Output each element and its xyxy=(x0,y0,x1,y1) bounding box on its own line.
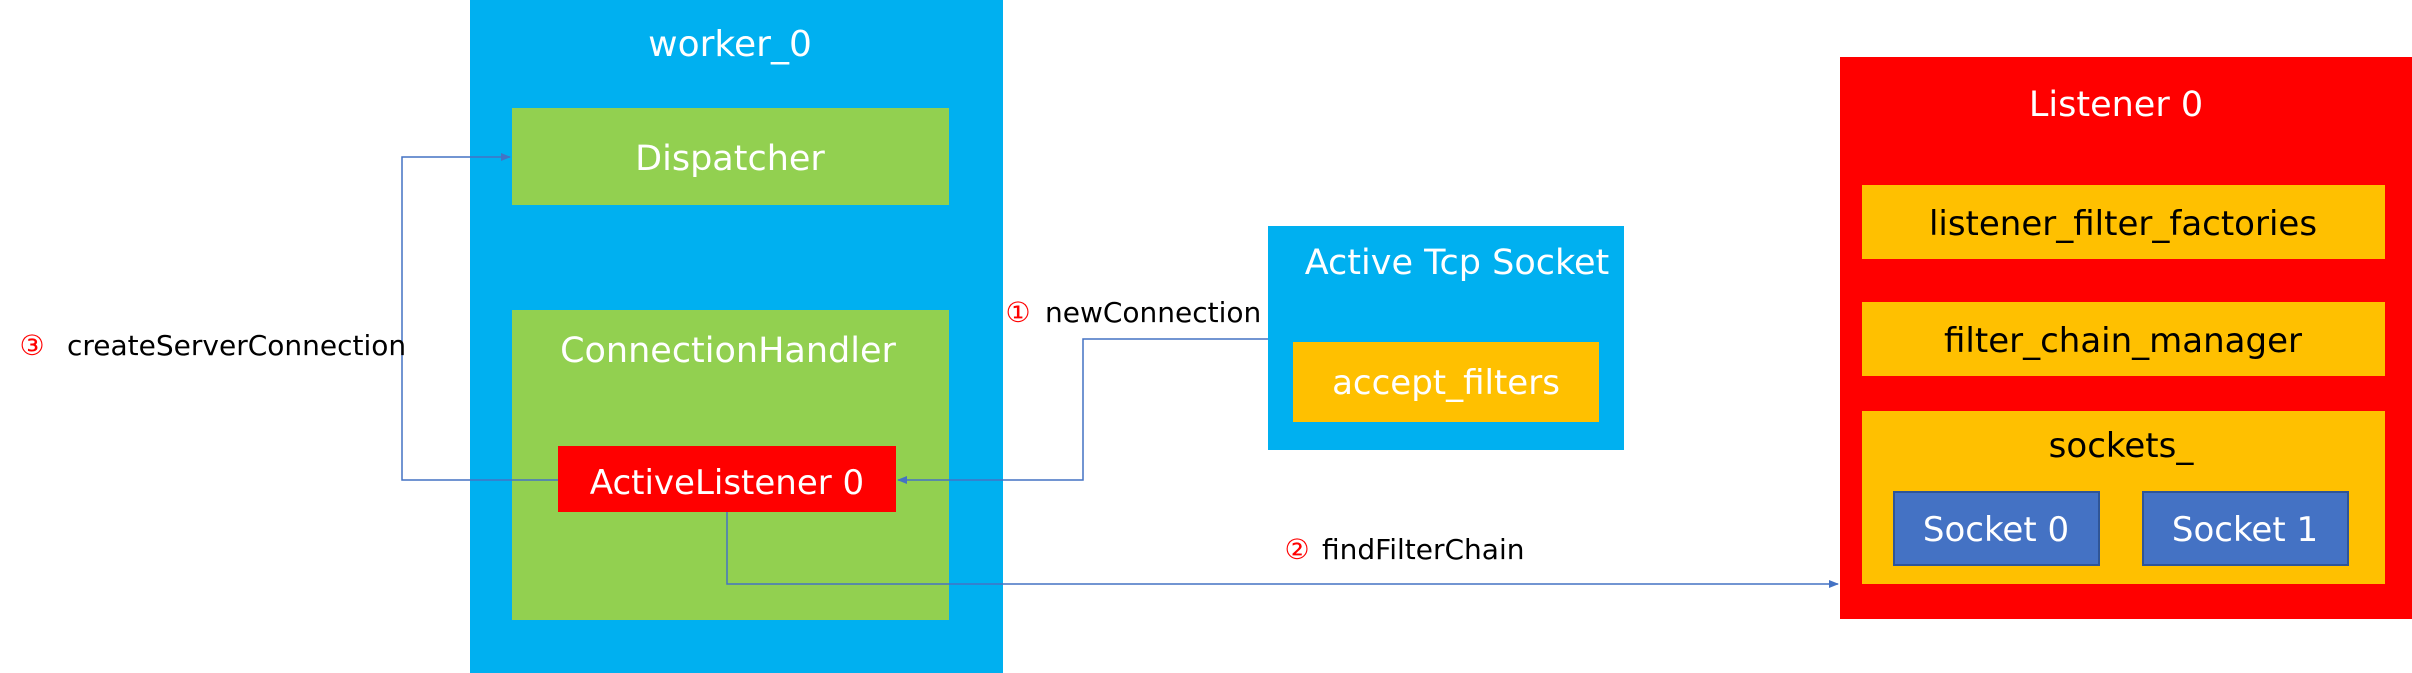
create-server-connection-arrow xyxy=(401,153,558,481)
find-filter-chain-label: findFilterChain xyxy=(1322,533,1524,566)
active-listener-label: ActiveListener 0 xyxy=(590,463,864,503)
find-filter-chain-arrow xyxy=(726,512,1839,588)
socket-label: Socket 0 xyxy=(1923,510,2069,550)
listener-filter-factories-box xyxy=(1862,185,2385,259)
accept-filters-label: accept_filters xyxy=(1332,363,1560,403)
active-listener-box xyxy=(558,446,896,512)
sockets-label: sockets_ xyxy=(2049,426,2195,466)
new-connection-marker: ① xyxy=(1005,296,1030,329)
socket-label: Socket 1 xyxy=(2172,510,2318,550)
accept-filters-box xyxy=(1293,342,1599,422)
connection-handler-label: ConnectionHandler xyxy=(560,331,896,371)
socket-box xyxy=(1893,491,2100,566)
worker-title: worker_0 xyxy=(648,24,812,65)
socket-box xyxy=(2142,491,2349,566)
listener-filter-factories-label: listener_filter_factories xyxy=(1929,204,2317,244)
dispatcher-box xyxy=(512,108,949,205)
create-server-connection-marker: ③ xyxy=(19,329,44,362)
dispatcher-label: Dispatcher xyxy=(635,139,825,179)
create-server-connection-label: createServerConnection xyxy=(67,329,406,362)
filter-chain-manager-label: filter_chain_manager xyxy=(1944,321,2302,361)
filter-chain-manager-box xyxy=(1862,302,2385,376)
new-connection-label: newConnection xyxy=(1045,296,1261,329)
find-filter-chain-marker: ② xyxy=(1284,533,1309,566)
active-tcp-socket-title: Active Tcp Socket xyxy=(1305,243,1610,283)
new-connection-arrow xyxy=(897,338,1268,484)
listener-title: Listener 0 xyxy=(2029,85,2203,125)
